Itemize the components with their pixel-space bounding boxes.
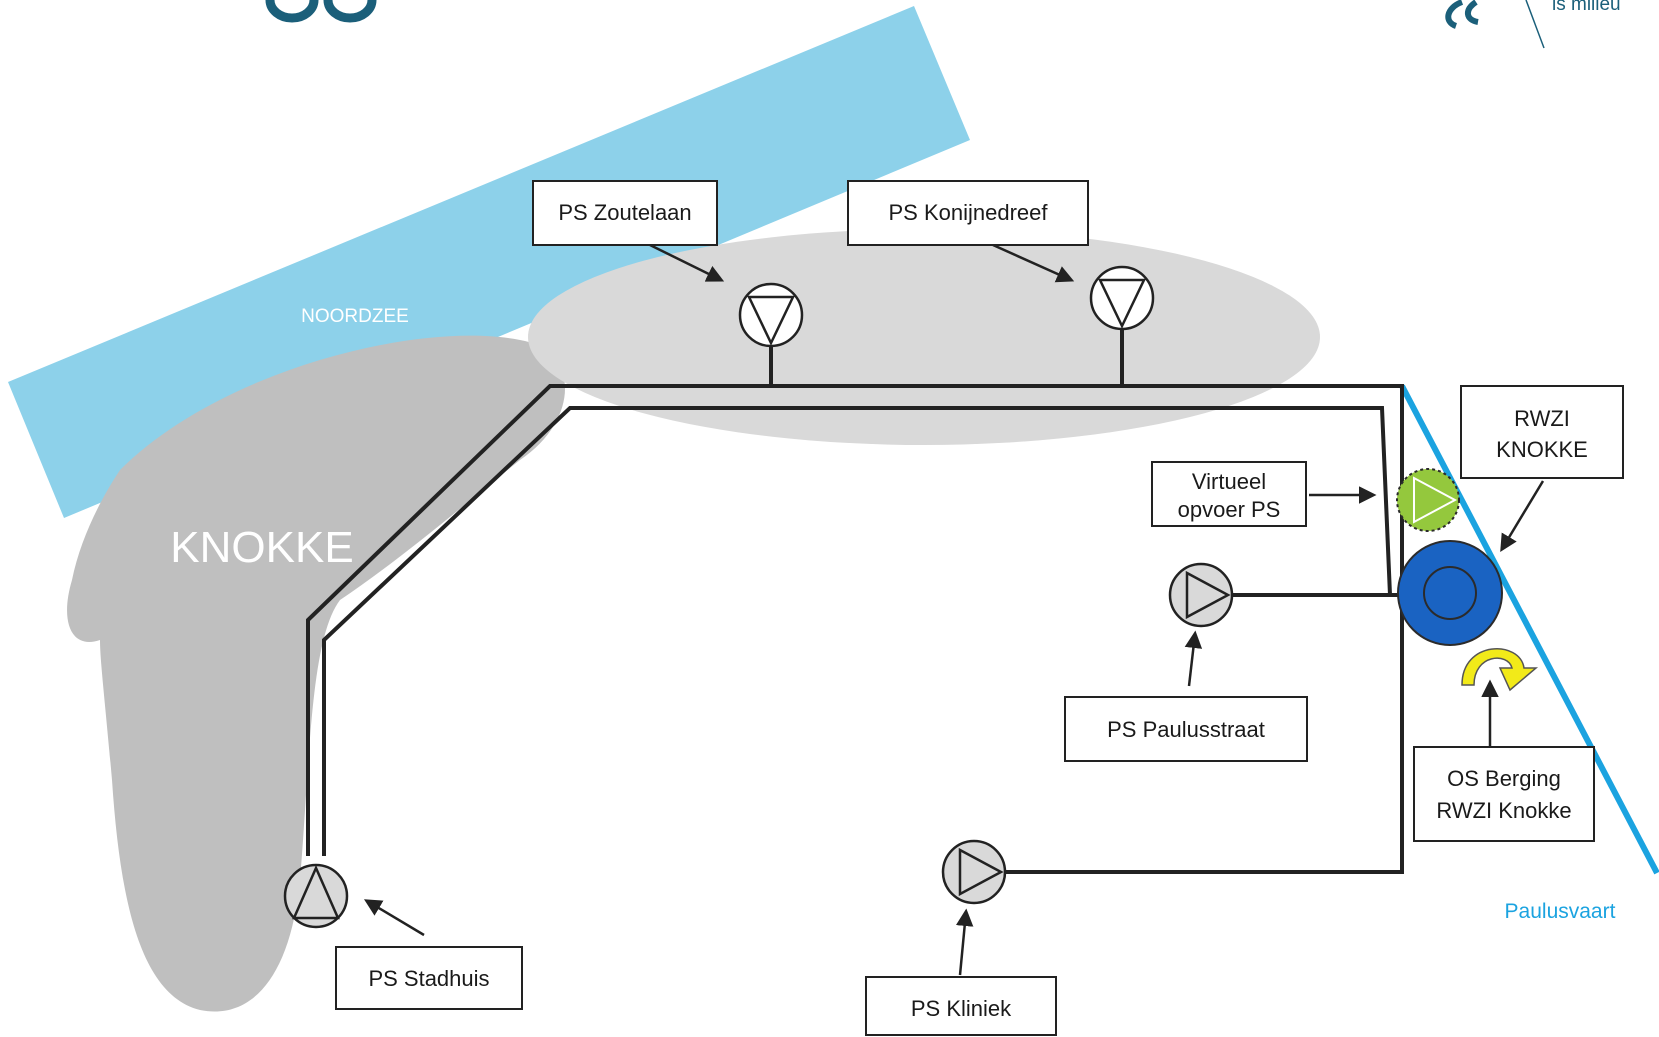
label-ps-konijnedreef: PS Konijnedreef (847, 180, 1089, 246)
svg-text:KNOKKE: KNOKKE (1496, 437, 1588, 462)
label-ps-kliniek: PS Kliniek (865, 976, 1057, 1036)
logo-fragment-left (265, 0, 377, 23)
svg-text:RWZI Knokke: RWZI Knokke (1436, 798, 1571, 823)
knokke-area (67, 335, 565, 1012)
label-ps-stadhuis: PS Stadhuis (335, 946, 523, 1010)
svg-text:Virtueel: Virtueel (1192, 469, 1266, 494)
label-rwzi-knokke: RWZI KNOKKE (1460, 385, 1624, 479)
virtual-pump-icon (1396, 468, 1460, 532)
svg-text:RWZI: RWZI (1514, 406, 1570, 431)
svg-text:PS Kliniek: PS Kliniek (911, 996, 1012, 1021)
pump-stadhuis-icon (283, 863, 349, 929)
catchment-area (528, 229, 1320, 445)
paulusvaart-river (1399, 384, 1659, 875)
svg-text:OS Berging: OS Berging (1447, 766, 1561, 791)
main-pipe-outer (306, 384, 1404, 874)
label-virtueel-opvoer-ps: Virtueel opvoer PS (1151, 461, 1307, 527)
noordzee-label: NOORDZEE (301, 306, 409, 327)
logo-fragment-right: is milieu (1445, 0, 1621, 49)
logo-text: is milieu (1552, 0, 1621, 15)
pump-konijnedreef-icon (1089, 265, 1155, 331)
pump-kliniek-icon (941, 839, 1007, 905)
paulusvaart-label: Paulusvaart (1505, 900, 1616, 923)
svg-text:PS Zoutelaan: PS Zoutelaan (558, 200, 691, 225)
overflow-curved-arrow-icon (1461, 648, 1539, 692)
label-ps-zoutelaan: PS Zoutelaan (532, 180, 718, 246)
knokke-label: KNOKKE (170, 523, 353, 572)
rwzi-treatment-plant-icon (1397, 540, 1503, 646)
svg-text:opvoer PS: opvoer PS (1178, 497, 1281, 522)
svg-text:PS Paulusstraat: PS Paulusstraat (1107, 717, 1265, 742)
label-ps-paulusstraat: PS Paulusstraat (1064, 696, 1308, 762)
pipe-network (306, 327, 1404, 874)
pump-paulusstraat-icon (1168, 562, 1234, 628)
pump-zoutelaan-icon (738, 282, 804, 348)
label-os-berging: OS Berging RWZI Knokke (1413, 746, 1595, 842)
svg-text:PS Stadhuis: PS Stadhuis (368, 966, 489, 991)
svg-text:PS Konijnedreef: PS Konijnedreef (889, 200, 1049, 225)
main-pipe-inner (322, 406, 1392, 856)
callout-arrows (363, 243, 1545, 976)
